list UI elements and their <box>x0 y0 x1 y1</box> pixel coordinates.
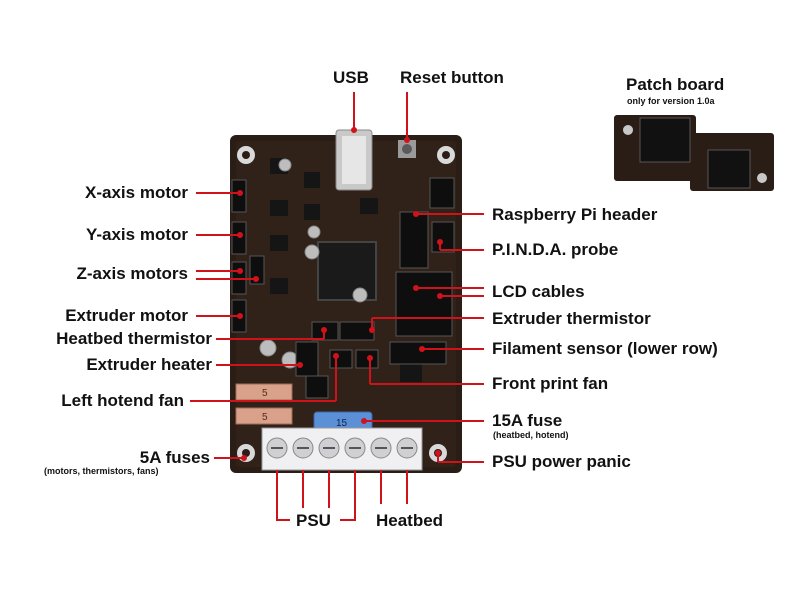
fuse-15a-marking: 15 <box>336 418 348 429</box>
label-left-hotend-fan: Left hotend fan <box>61 391 184 410</box>
pointer-lines <box>190 92 484 521</box>
label-15a-fuse-note: (heatbed, hotend) <box>493 430 569 440</box>
patch-board <box>614 115 774 191</box>
label-usb: USB <box>333 68 369 87</box>
label-lcd-cables: LCD cables <box>492 282 585 301</box>
fuse-5a-2 <box>235 407 293 425</box>
label-reset-button: Reset button <box>400 68 504 87</box>
label-pinda-probe: P.I.N.D.A. probe <box>492 240 619 259</box>
label-front-print-fan: Front print fan <box>492 374 609 393</box>
label-psu: PSU <box>296 511 331 530</box>
label-raspberry-pi-header: Raspberry Pi header <box>492 205 658 224</box>
terminal-blocks <box>261 427 423 471</box>
label-heatbed-thermistor: Heatbed thermistor <box>56 329 212 348</box>
label-extruder-thermistor: Extruder thermistor <box>492 309 651 328</box>
label-5a-fuses-note: (motors, thermistors, fans) <box>44 466 159 476</box>
fuse-5a-marking-2: 5 <box>262 412 268 423</box>
label-x-axis-motor: X-axis motor <box>85 183 188 202</box>
label-filament-sensor: Filament sensor (lower row) <box>492 339 718 358</box>
label-5a-fuses: 5A fuses <box>139 448 210 467</box>
label-y-axis-motor: Y-axis motor <box>85 225 188 244</box>
pointer-dots <box>237 127 443 461</box>
label-15a-fuse: 15A fuse <box>492 411 563 430</box>
label-patch-board: Patch board <box>626 75 725 94</box>
label-extruder-heater: Extruder heater <box>86 355 212 374</box>
main-board: 5 5 15 <box>230 129 462 473</box>
microcontroller <box>317 241 377 301</box>
label-heatbed: Heatbed <box>376 511 444 530</box>
label-patch-board-note: only for version 1.0a <box>627 96 715 106</box>
label-z-axis-motors: Z-axis motors <box>76 264 188 283</box>
label-extruder-motor: Extruder motor <box>65 306 188 325</box>
fuse-5a-marking-1: 5 <box>262 388 268 399</box>
label-psu-power-panic: PSU power panic <box>492 452 631 471</box>
